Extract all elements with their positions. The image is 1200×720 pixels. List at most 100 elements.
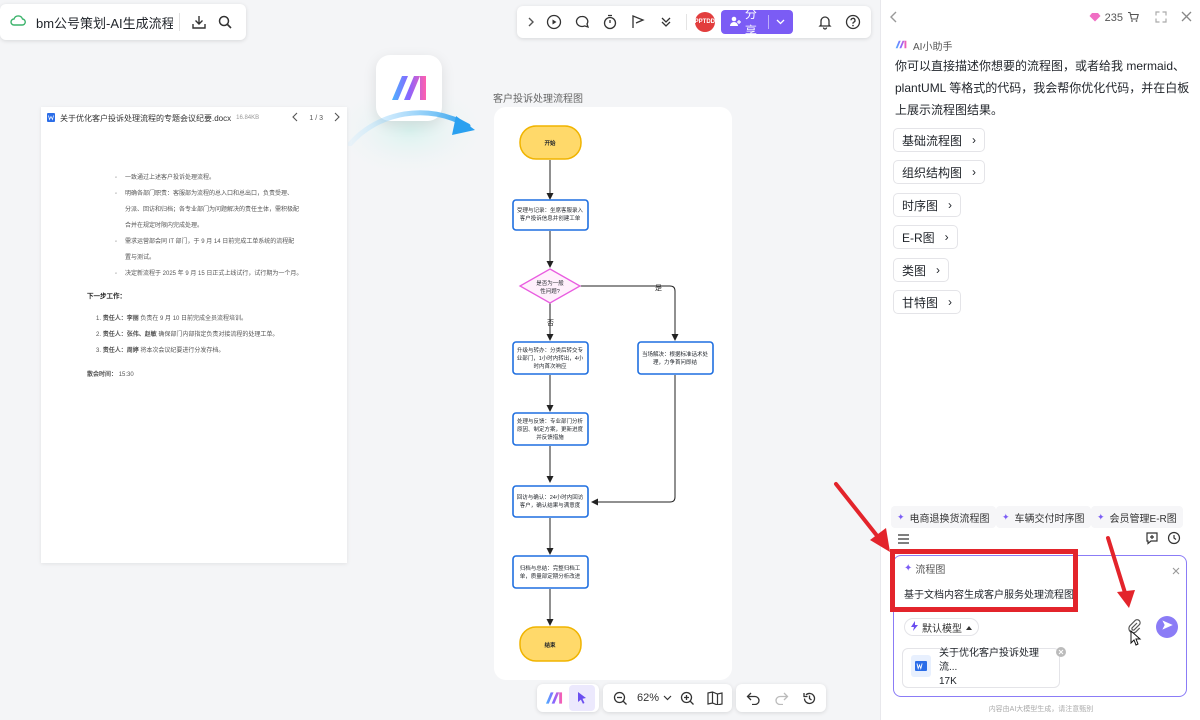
attachment-size: 17K	[939, 676, 957, 687]
chip-sequence[interactable]: 时序图 ›	[893, 193, 962, 217]
send-button[interactable]	[1156, 616, 1178, 638]
ai-assistant-panel: 235 AI小助手 你可以直接描述你想要的流程图，或者给我 mermaid、pl…	[880, 0, 1200, 720]
attached-file[interactable]: 关于优化客户投诉处理流... 17K	[902, 648, 1060, 688]
callback-node-label: 回访与确认：24小时内回访	[517, 493, 584, 501]
chip-label: 甘特图	[902, 295, 939, 310]
task-owner: 责任人：李丽	[102, 316, 139, 322]
chevron-down-icon[interactable]	[663, 689, 672, 707]
chat-input[interactable]: 基于文档内容生成客户服务处理流程图	[904, 590, 1074, 601]
suggestion-label: 车辆交付时序图	[1014, 513, 1085, 525]
end-node[interactable]	[519, 626, 582, 662]
resolve-node[interactable]	[637, 341, 714, 375]
task-text: 将本次会议纪要进行分发存档。	[140, 348, 225, 354]
escalate-node[interactable]	[512, 341, 589, 375]
chevron-right-icon: ›	[948, 198, 953, 212]
add-user-icon	[729, 15, 741, 30]
new-chat-icon[interactable]	[1145, 531, 1159, 550]
process-node-label: 原因、制定方案，更新进度	[517, 425, 584, 433]
chip-org-chart[interactable]: 组织结构图›	[893, 160, 986, 184]
flowchart-canvas[interactable]: 是 否 开始 受理与记录：坐席客服录入 客户投诉信息并创建工单 是否为一般 性问…	[494, 107, 732, 680]
start-node[interactable]	[519, 125, 582, 160]
task-item: 1. 责任人：李丽 负责在 9 月 10 日前完成全员流程培训。	[96, 311, 247, 327]
diagram-type-badge[interactable]: ✦ 流程图	[904, 561, 945, 576]
assistant-name: AI小助手	[913, 42, 953, 53]
chip-er[interactable]: E-R图›	[893, 225, 958, 249]
help-icon[interactable]	[841, 9, 865, 35]
chip-class[interactable]: 类图›	[893, 258, 950, 282]
double-chevron-down-icon[interactable]	[654, 9, 678, 35]
send-icon	[1161, 618, 1173, 636]
bottom-toolbar: 62%	[537, 684, 871, 712]
close-icon[interactable]	[1181, 11, 1192, 25]
search-icon[interactable]	[212, 9, 238, 35]
zoom-group: 62%	[603, 684, 733, 712]
chip-gantt[interactable]: 甘特图›	[893, 290, 962, 314]
remove-attachment-icon[interactable]	[1056, 644, 1066, 662]
doc-text-line: 合并在规定时限内完成处理。	[125, 223, 204, 229]
bell-icon[interactable]	[813, 9, 837, 35]
document-preview[interactable]: 关于优化客户投诉处理流程的专题会议纪要.docx 16.84KB 1 / 3 ◦…	[41, 107, 347, 563]
chevron-right-icon: ›	[944, 230, 949, 244]
annotation-highlight-box	[890, 549, 1078, 612]
redo-icon[interactable]	[768, 685, 794, 711]
zoom-in-icon[interactable]	[674, 685, 700, 711]
doc-text-line: 明确各部门职责：客服部为流程的总入口和总出口，负责受理、	[125, 191, 294, 197]
history-icon[interactable]	[796, 685, 822, 711]
zoom-level[interactable]: 62%	[637, 692, 660, 704]
bg-glow	[330, 80, 490, 180]
process-node[interactable]	[512, 412, 589, 446]
avatar[interactable]: PPTDD	[695, 12, 715, 32]
chip-basic-flowchart[interactable]: 基础流程图›	[893, 128, 986, 152]
ai-assistant-icon[interactable]	[541, 685, 567, 711]
callback-node[interactable]	[512, 485, 589, 518]
suggestion-chip[interactable]: ✦车辆交付时序图	[996, 506, 1091, 528]
suggestion-chip[interactable]: ✦会员管理E-R图	[1091, 506, 1183, 528]
comment-icon[interactable]	[570, 9, 594, 35]
play-icon[interactable]	[542, 9, 566, 35]
clear-type-icon[interactable]	[1172, 562, 1180, 580]
doc-text-line: 置与测试。	[125, 255, 156, 261]
share-button[interactable]: 分享	[720, 7, 794, 38]
diagram-type-label: 流程图	[915, 565, 946, 576]
back-icon[interactable]	[889, 11, 899, 26]
select-cursor-icon[interactable]	[569, 685, 595, 711]
chip-label: 时序图	[902, 198, 939, 213]
decision-node[interactable]	[518, 268, 582, 304]
chevron-down-icon[interactable]	[776, 15, 785, 29]
timer-icon[interactable]	[598, 9, 622, 35]
prev-page-icon[interactable]	[291, 112, 299, 124]
credits-badge[interactable]: 235	[1089, 11, 1139, 26]
task-number: 3.	[96, 348, 102, 354]
next-page-icon[interactable]	[333, 112, 341, 124]
expand-icon[interactable]	[1155, 10, 1167, 26]
page-indicator: 1 / 3	[309, 114, 323, 122]
document-filename: 关于优化客户投诉处理流程的专题会议纪要.docx	[60, 113, 232, 123]
menu-icon[interactable]	[897, 532, 910, 550]
cart-icon[interactable]	[1127, 11, 1139, 26]
suggestion-label: 电商退换货流程图	[909, 513, 990, 525]
document-size: 16.84KB	[236, 115, 260, 121]
ai-logo	[376, 55, 442, 121]
undo-icon[interactable]	[740, 685, 766, 711]
doc-title[interactable]: bm公号策划-AI生成流程图..	[36, 15, 173, 31]
assistant-intro: 你可以直接描述你想要的流程图，或者给我 mermaid、plantUML 等格式…	[895, 59, 1190, 117]
mouse-cursor-icon	[1130, 629, 1142, 651]
ai-logo-icon	[895, 40, 907, 52]
download-icon[interactable]	[186, 9, 212, 35]
zoom-out-icon[interactable]	[607, 685, 633, 711]
adjourn-label: 散会时间：	[87, 372, 118, 378]
list-bullet: ◦	[115, 239, 118, 245]
receive-node[interactable]	[512, 199, 589, 231]
flag-vote-icon[interactable]	[626, 9, 650, 35]
chevron-right-icon[interactable]	[523, 9, 538, 35]
receive-node-label: 客户投诉信息并创建工单	[520, 214, 581, 222]
archive-node[interactable]	[512, 555, 589, 589]
map-icon[interactable]	[702, 685, 728, 711]
suggestion-chip[interactable]: ✦电商退换货流程图	[891, 506, 996, 528]
ai-logo-icon	[392, 76, 426, 100]
adjourn-time: 15:30	[118, 372, 134, 378]
model-selector[interactable]: 默认模型	[904, 618, 979, 636]
receive-node-label: 受理与记录：坐席客服录入	[517, 206, 584, 214]
curved-arrow	[348, 110, 475, 146]
history-icon[interactable]	[1167, 531, 1181, 550]
